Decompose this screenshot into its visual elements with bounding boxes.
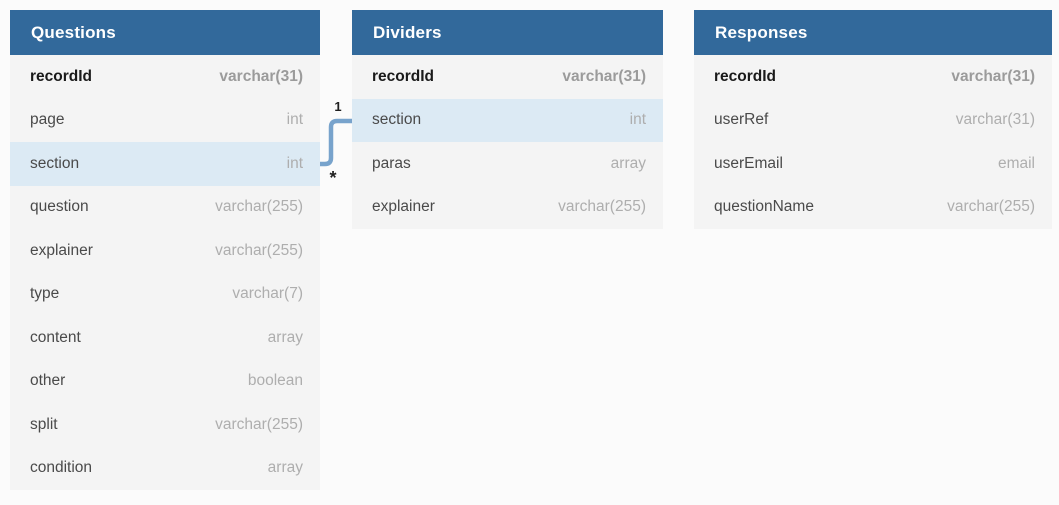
field-type: varchar(31) bbox=[219, 67, 303, 85]
field-name: explainer bbox=[372, 198, 435, 216]
field-name: recordId bbox=[714, 67, 777, 85]
field-type: int bbox=[286, 154, 303, 172]
field-type: varchar(31) bbox=[951, 67, 1035, 85]
table-header[interactable]: Questions bbox=[10, 10, 320, 55]
field-name: content bbox=[30, 328, 81, 346]
field-type: array bbox=[267, 328, 303, 346]
table-row[interactable]: recordId varchar(31) bbox=[352, 55, 663, 99]
table-row[interactable]: recordId varchar(31) bbox=[10, 55, 320, 99]
field-type: varchar(255) bbox=[558, 198, 646, 216]
field-name: recordId bbox=[372, 67, 435, 85]
field-type: array bbox=[610, 154, 646, 172]
field-name: paras bbox=[372, 154, 411, 172]
table-row[interactable]: recordId varchar(31) bbox=[694, 55, 1052, 99]
field-name: explainer bbox=[30, 241, 93, 259]
field-name: section bbox=[30, 154, 80, 172]
field-name: question bbox=[30, 198, 89, 216]
table-row[interactable]: userEmail email bbox=[694, 142, 1052, 186]
field-name: questionName bbox=[714, 198, 814, 216]
field-type: varchar(255) bbox=[215, 198, 303, 216]
table-row[interactable]: other boolean bbox=[10, 359, 320, 403]
field-type: int bbox=[629, 111, 646, 129]
field-name: split bbox=[30, 415, 58, 433]
table-dividers: Dividers recordId varchar(31) section in… bbox=[352, 10, 663, 229]
table-title: Responses bbox=[715, 22, 808, 42]
table-row[interactable]: explainer varchar(255) bbox=[10, 229, 320, 273]
table-responses: Responses recordId varchar(31) userRef v… bbox=[694, 10, 1052, 229]
field-type: varchar(31) bbox=[562, 67, 646, 85]
table-title: Questions bbox=[31, 22, 116, 42]
field-type: varchar(31) bbox=[955, 111, 1035, 129]
table-row[interactable]: explainer varchar(255) bbox=[352, 185, 663, 229]
field-name: userEmail bbox=[714, 154, 783, 172]
field-type: boolean bbox=[247, 372, 303, 390]
table-row[interactable]: type varchar(7) bbox=[10, 272, 320, 316]
field-name: other bbox=[30, 372, 66, 390]
table-header[interactable]: Responses bbox=[694, 10, 1052, 55]
table-row[interactable]: questionName varchar(255) bbox=[694, 185, 1052, 229]
table-row[interactable]: question varchar(255) bbox=[10, 185, 320, 229]
field-name: recordId bbox=[30, 67, 93, 85]
field-name: page bbox=[30, 111, 65, 129]
field-type: varchar(255) bbox=[215, 415, 303, 433]
relationship-line[interactable] bbox=[320, 118, 352, 167]
table-row[interactable]: condition array bbox=[10, 446, 320, 490]
relationship-connector[interactable] bbox=[314, 98, 356, 170]
table-row[interactable]: section int bbox=[352, 98, 663, 142]
table-title: Dividers bbox=[373, 22, 442, 42]
table-row[interactable]: content array bbox=[10, 316, 320, 360]
field-name: condition bbox=[30, 459, 93, 477]
table-fields: recordId varchar(31) page int section in… bbox=[10, 55, 320, 490]
field-type: varchar(255) bbox=[947, 198, 1035, 216]
table-fields: recordId varchar(31) section int paras a… bbox=[352, 55, 663, 229]
table-header[interactable]: Dividers bbox=[352, 10, 663, 55]
field-type: int bbox=[286, 111, 303, 129]
table-row[interactable]: userRef varchar(31) bbox=[694, 98, 1052, 142]
table-row[interactable]: section int bbox=[10, 142, 320, 186]
table-row[interactable]: paras array bbox=[352, 142, 663, 186]
table-row[interactable]: page int bbox=[10, 98, 320, 142]
cardinality-one-label: 1 bbox=[334, 99, 342, 114]
table-row[interactable]: split varchar(255) bbox=[10, 403, 320, 447]
field-name: type bbox=[30, 285, 60, 303]
field-name: userRef bbox=[714, 111, 769, 129]
field-type: email bbox=[997, 154, 1035, 172]
cardinality-many-label: * bbox=[329, 168, 337, 188]
field-type: varchar(255) bbox=[215, 241, 303, 259]
field-type: varchar(7) bbox=[232, 285, 303, 303]
table-questions: Questions recordId varchar(31) page int … bbox=[10, 10, 320, 490]
field-type: array bbox=[267, 459, 303, 477]
table-fields: recordId varchar(31) userRef varchar(31)… bbox=[694, 55, 1052, 229]
field-name: section bbox=[372, 111, 422, 129]
